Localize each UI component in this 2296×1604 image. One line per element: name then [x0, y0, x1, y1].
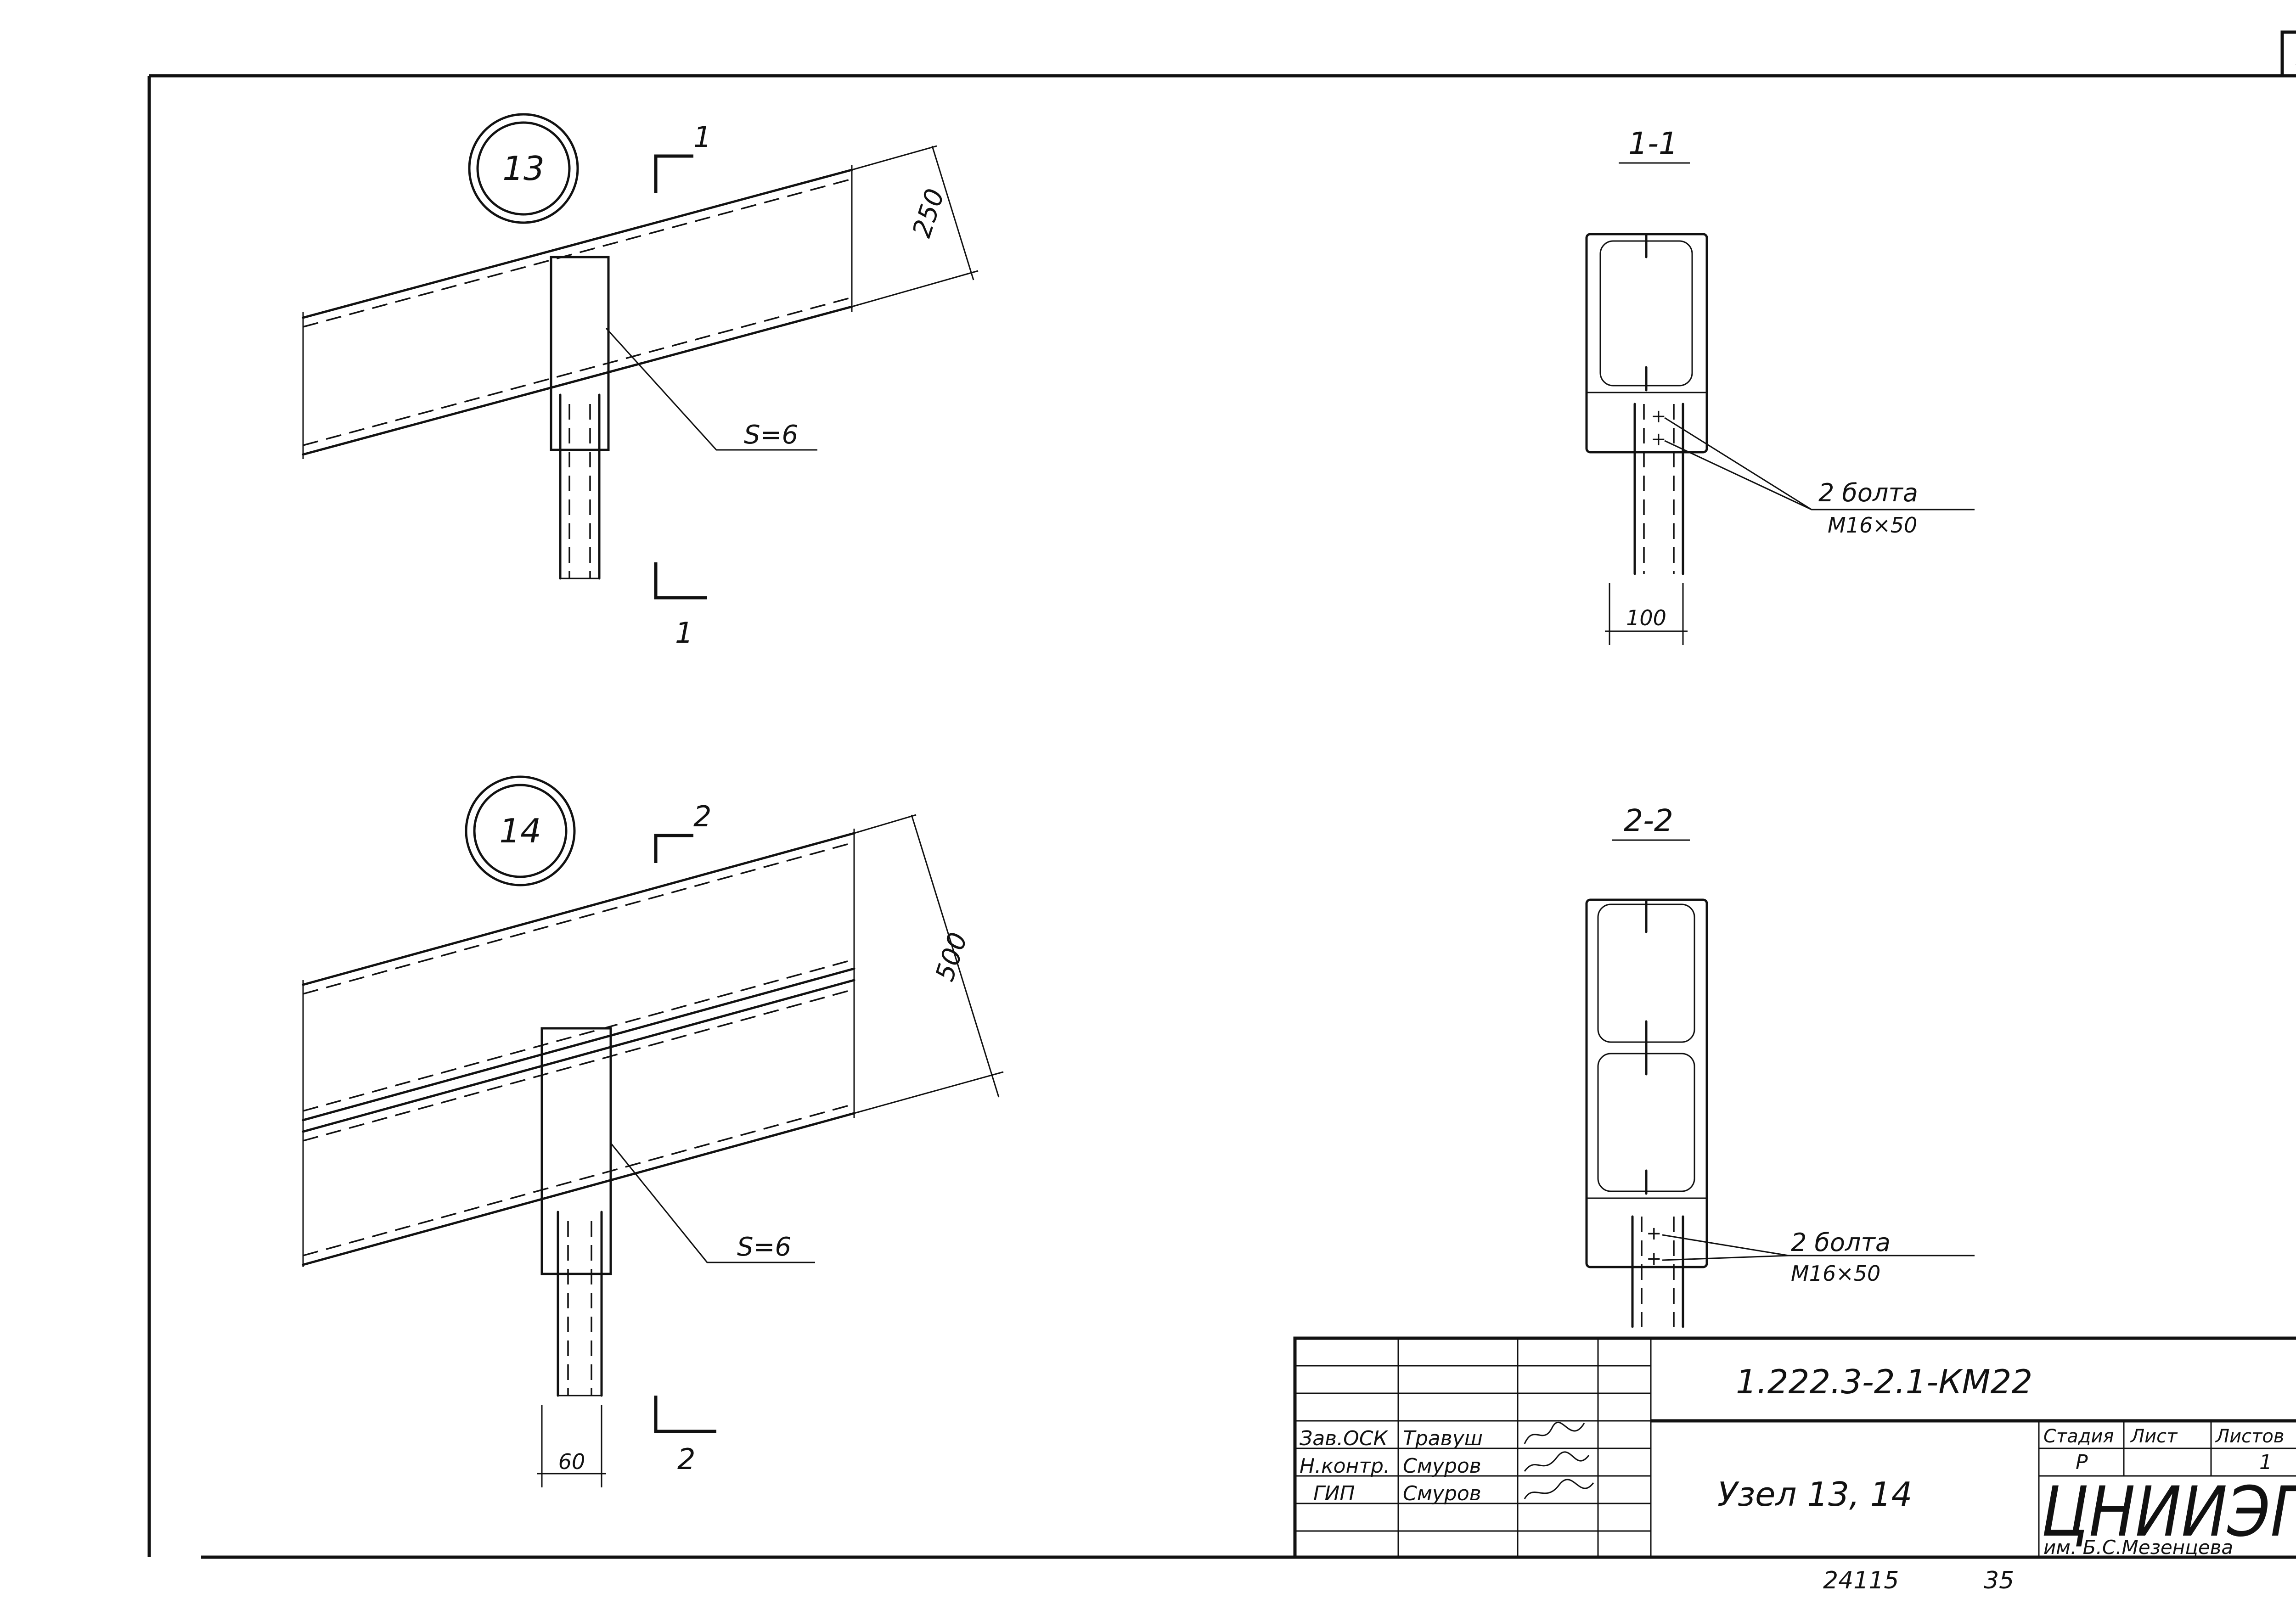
header-sheet: Лист	[2130, 1426, 2178, 1447]
node-14-marker-outer	[465, 775, 576, 886]
signature-role-3: ГИП	[1313, 1482, 1355, 1505]
node-14-section-mark-bottom: 2	[677, 1442, 695, 1476]
drawing-title: Узел 13, 14	[1717, 1475, 1912, 1514]
node-13-plate-label: S=6	[744, 420, 798, 450]
signature-role-2: Н.контр.	[1300, 1454, 1390, 1478]
node-14-dimension-500: 500	[930, 929, 974, 985]
section-1-1-dimension-100: 100	[1626, 606, 1666, 630]
node-14-marker-inner	[473, 784, 568, 878]
title-block: Зав.ОСК Травуш Н.контр. Смуров ГИП Смуро…	[1293, 1336, 2296, 1559]
header-sheets: Листов	[2215, 1426, 2284, 1447]
section-2-2-bolts-size: M16×50	[1791, 1261, 1880, 1286]
node-14-marker-label: 14	[499, 812, 541, 850]
svg-text:+: +	[1646, 1248, 1662, 1269]
section-2-2-title: 2-2	[1624, 803, 1673, 838]
section-2-2-bolts-label: 2 болта	[1791, 1228, 1891, 1257]
section-1-1: 1-1 + + 2 болта M16×50 100	[1585, 126, 1975, 645]
organization-subtitle: им. Б.С.Мезенцева	[2043, 1536, 2233, 1559]
signature-scribble-3	[1524, 1479, 1594, 1499]
signature-scribble-2	[1524, 1451, 1590, 1472]
header-stage: Стадия	[2043, 1426, 2114, 1447]
node-14-plate-label: S=6	[737, 1232, 791, 1262]
node-13-section-mark-bottom: 1	[675, 616, 693, 650]
archive-number: 24115	[1823, 1567, 1899, 1594]
node-14-section-mark-top: 2	[693, 800, 711, 833]
signature-name-2: Смуров	[1403, 1454, 1481, 1478]
node-13-dimension-250: 250	[907, 185, 951, 241]
signature-name-1: Травуш	[1403, 1427, 1483, 1450]
svg-text:+: +	[1646, 1223, 1662, 1244]
node-14-plate	[540, 1027, 612, 1275]
node-13-plate	[550, 256, 610, 451]
node-14-elevation: 14 2 500 S=6 60 2	[302, 775, 1004, 1487]
node-13-section-mark-top: 1	[693, 120, 711, 154]
sheet-frame: 34	[147, 30, 2296, 1559]
section-1-1-title: 1-1	[1628, 126, 1678, 161]
section-1-1-bolts-size: M16×50	[1828, 513, 1917, 538]
node-13-marker-label: 13	[502, 149, 545, 188]
node-13-marker-inner	[476, 121, 571, 216]
designation: 1.222.3-2.1-КМ22	[1736, 1363, 2032, 1401]
section-2-2: 2-2 + + 2 болта M16×50	[1585, 803, 1975, 1328]
signature-scribble-1	[1524, 1421, 1585, 1444]
value-sheets: 1	[2259, 1451, 2272, 1474]
signature-role-1: Зав.ОСК	[1300, 1427, 1388, 1450]
signature-name-3: Смуров	[1403, 1482, 1481, 1505]
node-14-dimension-60: 60	[558, 1449, 585, 1474]
archive-page: 35	[1984, 1567, 2014, 1594]
value-stage: Р	[2076, 1451, 2088, 1474]
svg-text:+: +	[1651, 429, 1666, 450]
section-1-1-bolts-label: 2 болта	[1818, 478, 1918, 507]
node-13-elevation: 13 1 250 S=6 1	[302, 113, 979, 650]
svg-text:+: +	[1651, 406, 1666, 427]
node-13-marker-outer	[468, 113, 579, 224]
organization-logo: ЦНИИЭП	[2041, 1472, 2296, 1552]
